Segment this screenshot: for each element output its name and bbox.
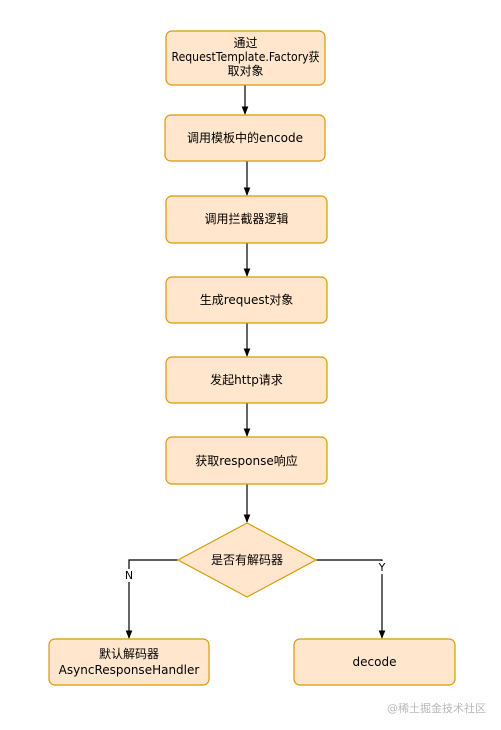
- node-decision-label: 是否有解码器: [211, 553, 283, 567]
- node-default-decoder-line-1: 默认解码器: [99, 646, 159, 661]
- edges: [125, 85, 386, 639]
- node-factory-line-3: 取对象: [227, 64, 263, 78]
- node-decode: decode: [293, 638, 456, 686]
- node-factory: 通过 RequestTemplate.Factory获 取对象: [165, 30, 326, 86]
- node-default-decoder: 默认解码器 AsyncResponseHandler: [48, 638, 210, 686]
- node-interceptor: 调用拦截器逻辑: [165, 195, 328, 244]
- node-factory-line-1: 通过: [233, 36, 257, 50]
- node-interceptor-label: 调用拦截器逻辑: [204, 212, 288, 226]
- node-http: 发起http请求: [165, 356, 328, 404]
- node-decision: 是否有解码器: [176, 522, 318, 598]
- node-encode-label: 调用模板中的encode: [187, 130, 303, 145]
- node-http-label: 发起http请求: [210, 372, 283, 387]
- node-request: 生成request对象: [165, 276, 328, 324]
- node-default-decoder-line-2: AsyncResponseHandler: [59, 663, 200, 677]
- node-encode: 调用模板中的encode: [164, 114, 326, 162]
- node-decode-label: decode: [353, 655, 397, 669]
- node-response-label: 获取response响应: [195, 453, 298, 468]
- node-factory-line-2: RequestTemplate.Factory获: [172, 50, 320, 64]
- node-response: 获取response响应: [165, 436, 328, 485]
- edge-decision-no: [125, 559, 178, 639]
- watermark: @稀土掘金技术社区: [387, 701, 486, 715]
- edge-label-yes: Y: [378, 561, 386, 574]
- edge-label-no: N: [125, 569, 133, 582]
- node-request-label: 生成request对象: [200, 293, 294, 307]
- edge-decision-yes: [316, 559, 386, 639]
